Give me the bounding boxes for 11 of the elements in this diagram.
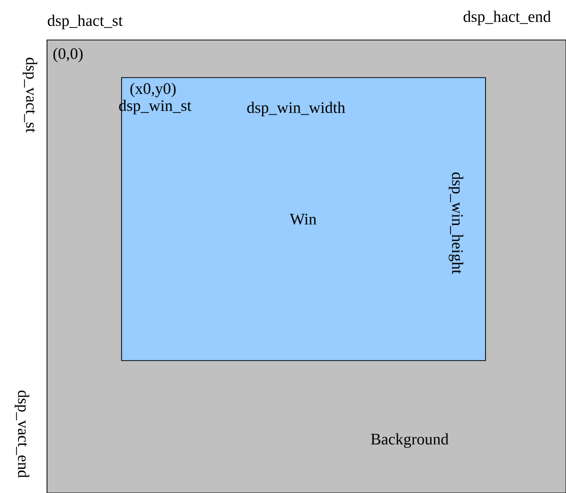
background-label: Background [370, 433, 449, 448]
window-label: Win [290, 214, 316, 225]
axis-label: dsp_hact_end [464, 10, 551, 26]
coordinate-label: (x0,y0) [130, 82, 176, 98]
dimension-label: dsp_win_height [448, 172, 464, 274]
dimension-label: dsp_win_width [247, 102, 346, 116]
window-box [121, 77, 486, 361]
axis-label: dsp_vact_end [14, 390, 30, 478]
axis-label: dsp_vact_st [22, 58, 38, 133]
axis-label: dsp_hact_st [48, 14, 123, 30]
coordinate-label: (0,0) [53, 48, 83, 62]
